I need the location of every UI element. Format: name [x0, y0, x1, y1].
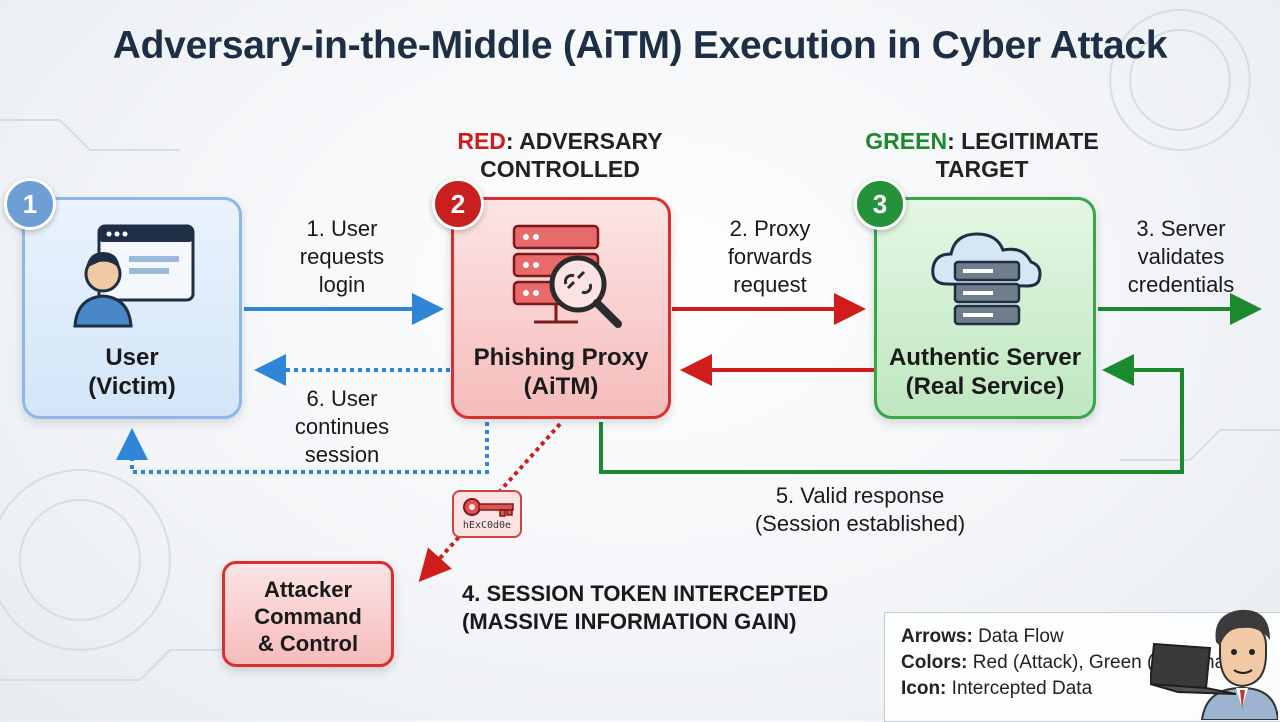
- heading-adversary-line2: CONTROLLED: [480, 156, 640, 182]
- user-label-line1: User: [105, 344, 159, 371]
- step-badge-2: 2: [432, 178, 484, 230]
- step-2-line2: forwards: [727, 244, 813, 269]
- heading-legitimate-rest: : LEGITIMATE: [947, 128, 1099, 154]
- server-with-magnifier-icon: [512, 224, 622, 328]
- arrow-session-continue: [116, 422, 489, 474]
- step-5-line1: 5. Valid response: [775, 483, 945, 508]
- legend-arrows: Arrows: Data Flow: [901, 625, 1064, 649]
- step-5-line2: (Session established): [754, 511, 966, 536]
- step-4-label: 4. SESSION TOKEN INTERCEPTED (MASSIVE IN…: [462, 580, 882, 636]
- key-code-label: hExC0d0e: [462, 520, 512, 531]
- key-icon: hExC0d0e: [452, 490, 522, 538]
- step-1-line1: 1. User: [306, 216, 378, 241]
- attacker-c2-node: Attacker Command & Control: [222, 561, 394, 667]
- c2-label-line2: Command: [254, 604, 362, 629]
- step-2-line1: 2. Proxy: [729, 216, 811, 241]
- proxy-label-line1: Phishing Proxy: [473, 344, 649, 371]
- heading-adversary-rest: : ADVERSARY: [505, 128, 663, 154]
- heading-red-word: RED: [457, 128, 506, 154]
- step-3-line2: validates: [1137, 244, 1225, 269]
- step-2-line3: request: [733, 272, 807, 297]
- c2-label-line1: Attacker: [263, 577, 353, 602]
- step-1-label: 1. User requests login: [272, 215, 412, 299]
- user-label-line2: (Victim): [88, 373, 176, 400]
- arrow-proxy-to-c2: [418, 422, 562, 582]
- legend-icon: Icon: Intercepted Data: [901, 677, 1092, 701]
- step-3-line1: 3. Server: [1136, 216, 1226, 241]
- legend-arrows-label: Arrows:: [901, 626, 973, 647]
- user-at-browser-icon: [73, 224, 195, 328]
- step-5-label: 5. Valid response (Session established): [720, 482, 1000, 538]
- cloud-server-icon: [931, 232, 1042, 326]
- legitimate-heading: GREEN: LEGITIMATE TARGET: [850, 127, 1114, 183]
- step-6-line3: session: [304, 442, 380, 467]
- step-6-label: 6. User continues session: [272, 385, 412, 469]
- user-node: User (Victim): [22, 197, 242, 419]
- heading-green-word: GREEN: [865, 128, 948, 154]
- step-1-line3: login: [318, 272, 366, 297]
- step-6-line2: continues: [294, 414, 390, 439]
- step-3-line3: credentials: [1127, 272, 1235, 297]
- step-badge-1: 1: [4, 178, 56, 230]
- step-1-line2: requests: [299, 244, 385, 269]
- key-shape: [463, 498, 514, 517]
- legend-colors-label: Colors:: [901, 652, 968, 673]
- legend-arrows-value: Data Flow: [972, 626, 1064, 647]
- step-badge-3: 3: [854, 178, 906, 230]
- authentic-server-node: Authentic Server (Real Service): [874, 197, 1096, 419]
- legend-icon-label: Icon:: [901, 678, 947, 699]
- phishing-proxy-node: Phishing Proxy (AiTM): [451, 197, 671, 419]
- step-3-label: 3. Server validates credentials: [1106, 215, 1256, 299]
- c2-label-line3: & Control: [257, 631, 359, 656]
- proxy-label-line2: (AiTM): [523, 373, 599, 400]
- arrow-valid-response: [599, 354, 1184, 474]
- page-title: Adversary-in-the-Middle (AiTM) Execution…: [112, 24, 1168, 67]
- server-label-line2: (Real Service): [905, 373, 1065, 400]
- presenter-mascot-icon: [1150, 609, 1278, 720]
- server-label-line1: Authentic Server: [888, 344, 1082, 371]
- c2-label: Attacker Command & Control: [225, 576, 391, 657]
- step-4-line2: (MASSIVE INFORMATION GAIN): [462, 609, 797, 634]
- step-2-label: 2. Proxy forwards request: [700, 215, 840, 299]
- adversary-heading: RED: ADVERSARY CONTROLLED: [430, 127, 690, 183]
- step-4-line1: 4. SESSION TOKEN INTERCEPTED: [462, 581, 829, 606]
- legend-icon-value: Intercepted Data: [946, 678, 1093, 699]
- heading-legitimate-line2: TARGET: [935, 156, 1029, 182]
- step-6-line1: 6. User: [306, 386, 378, 411]
